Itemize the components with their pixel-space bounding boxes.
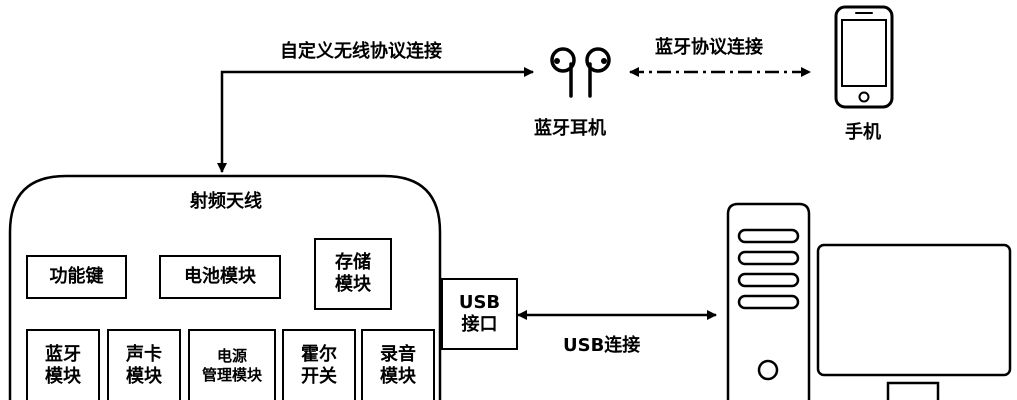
bluetooth-link-label: 蓝牙协议连接 (655, 37, 763, 58)
antenna-label: 射频天线 (190, 191, 262, 212)
computer-icon (726, 202, 1012, 400)
hall-switch-box: 霍尔 开关 (282, 329, 356, 400)
battery-module-label: 电池模块 (184, 265, 256, 287)
phone-icon (834, 5, 894, 109)
custom-wireless-link-label: 自定义无线协议连接 (280, 41, 442, 62)
sound-card-module-label: 声卡 模块 (126, 343, 162, 388)
storage-module-box: 存储 模块 (314, 238, 392, 310)
bluetooth-module-box: 蓝牙 模块 (26, 329, 100, 400)
earphones-icon (550, 47, 611, 98)
storage-module-label: 存储 模块 (335, 251, 371, 296)
battery-module-box: 电池模块 (159, 255, 281, 299)
power-module-box: 电源 管理模块 (188, 329, 276, 400)
recording-module-label: 录音 模块 (380, 343, 416, 388)
main-unit-enclosure (8, 174, 442, 400)
earphones-label: 蓝牙耳机 (534, 118, 606, 139)
power-module-label: 电源 管理模块 (201, 346, 262, 385)
usb-link-label: USB连接 (563, 335, 641, 356)
function-keys-box: 功能键 (26, 255, 127, 299)
recording-module-box: 录音 模块 (361, 329, 435, 400)
hall-switch-label: 霍尔 开关 (301, 343, 337, 388)
sound-card-module-box: 声卡 模块 (107, 329, 181, 400)
usb-port-label: USB 接口 (458, 291, 501, 336)
bluetooth-module-label: 蓝牙 模块 (45, 343, 81, 388)
phone-label: 手机 (845, 122, 881, 143)
usb-port-box: USB 接口 (441, 278, 518, 350)
function-keys-label: 功能键 (49, 265, 104, 287)
custom-wireless-link-line (217, 67, 534, 173)
